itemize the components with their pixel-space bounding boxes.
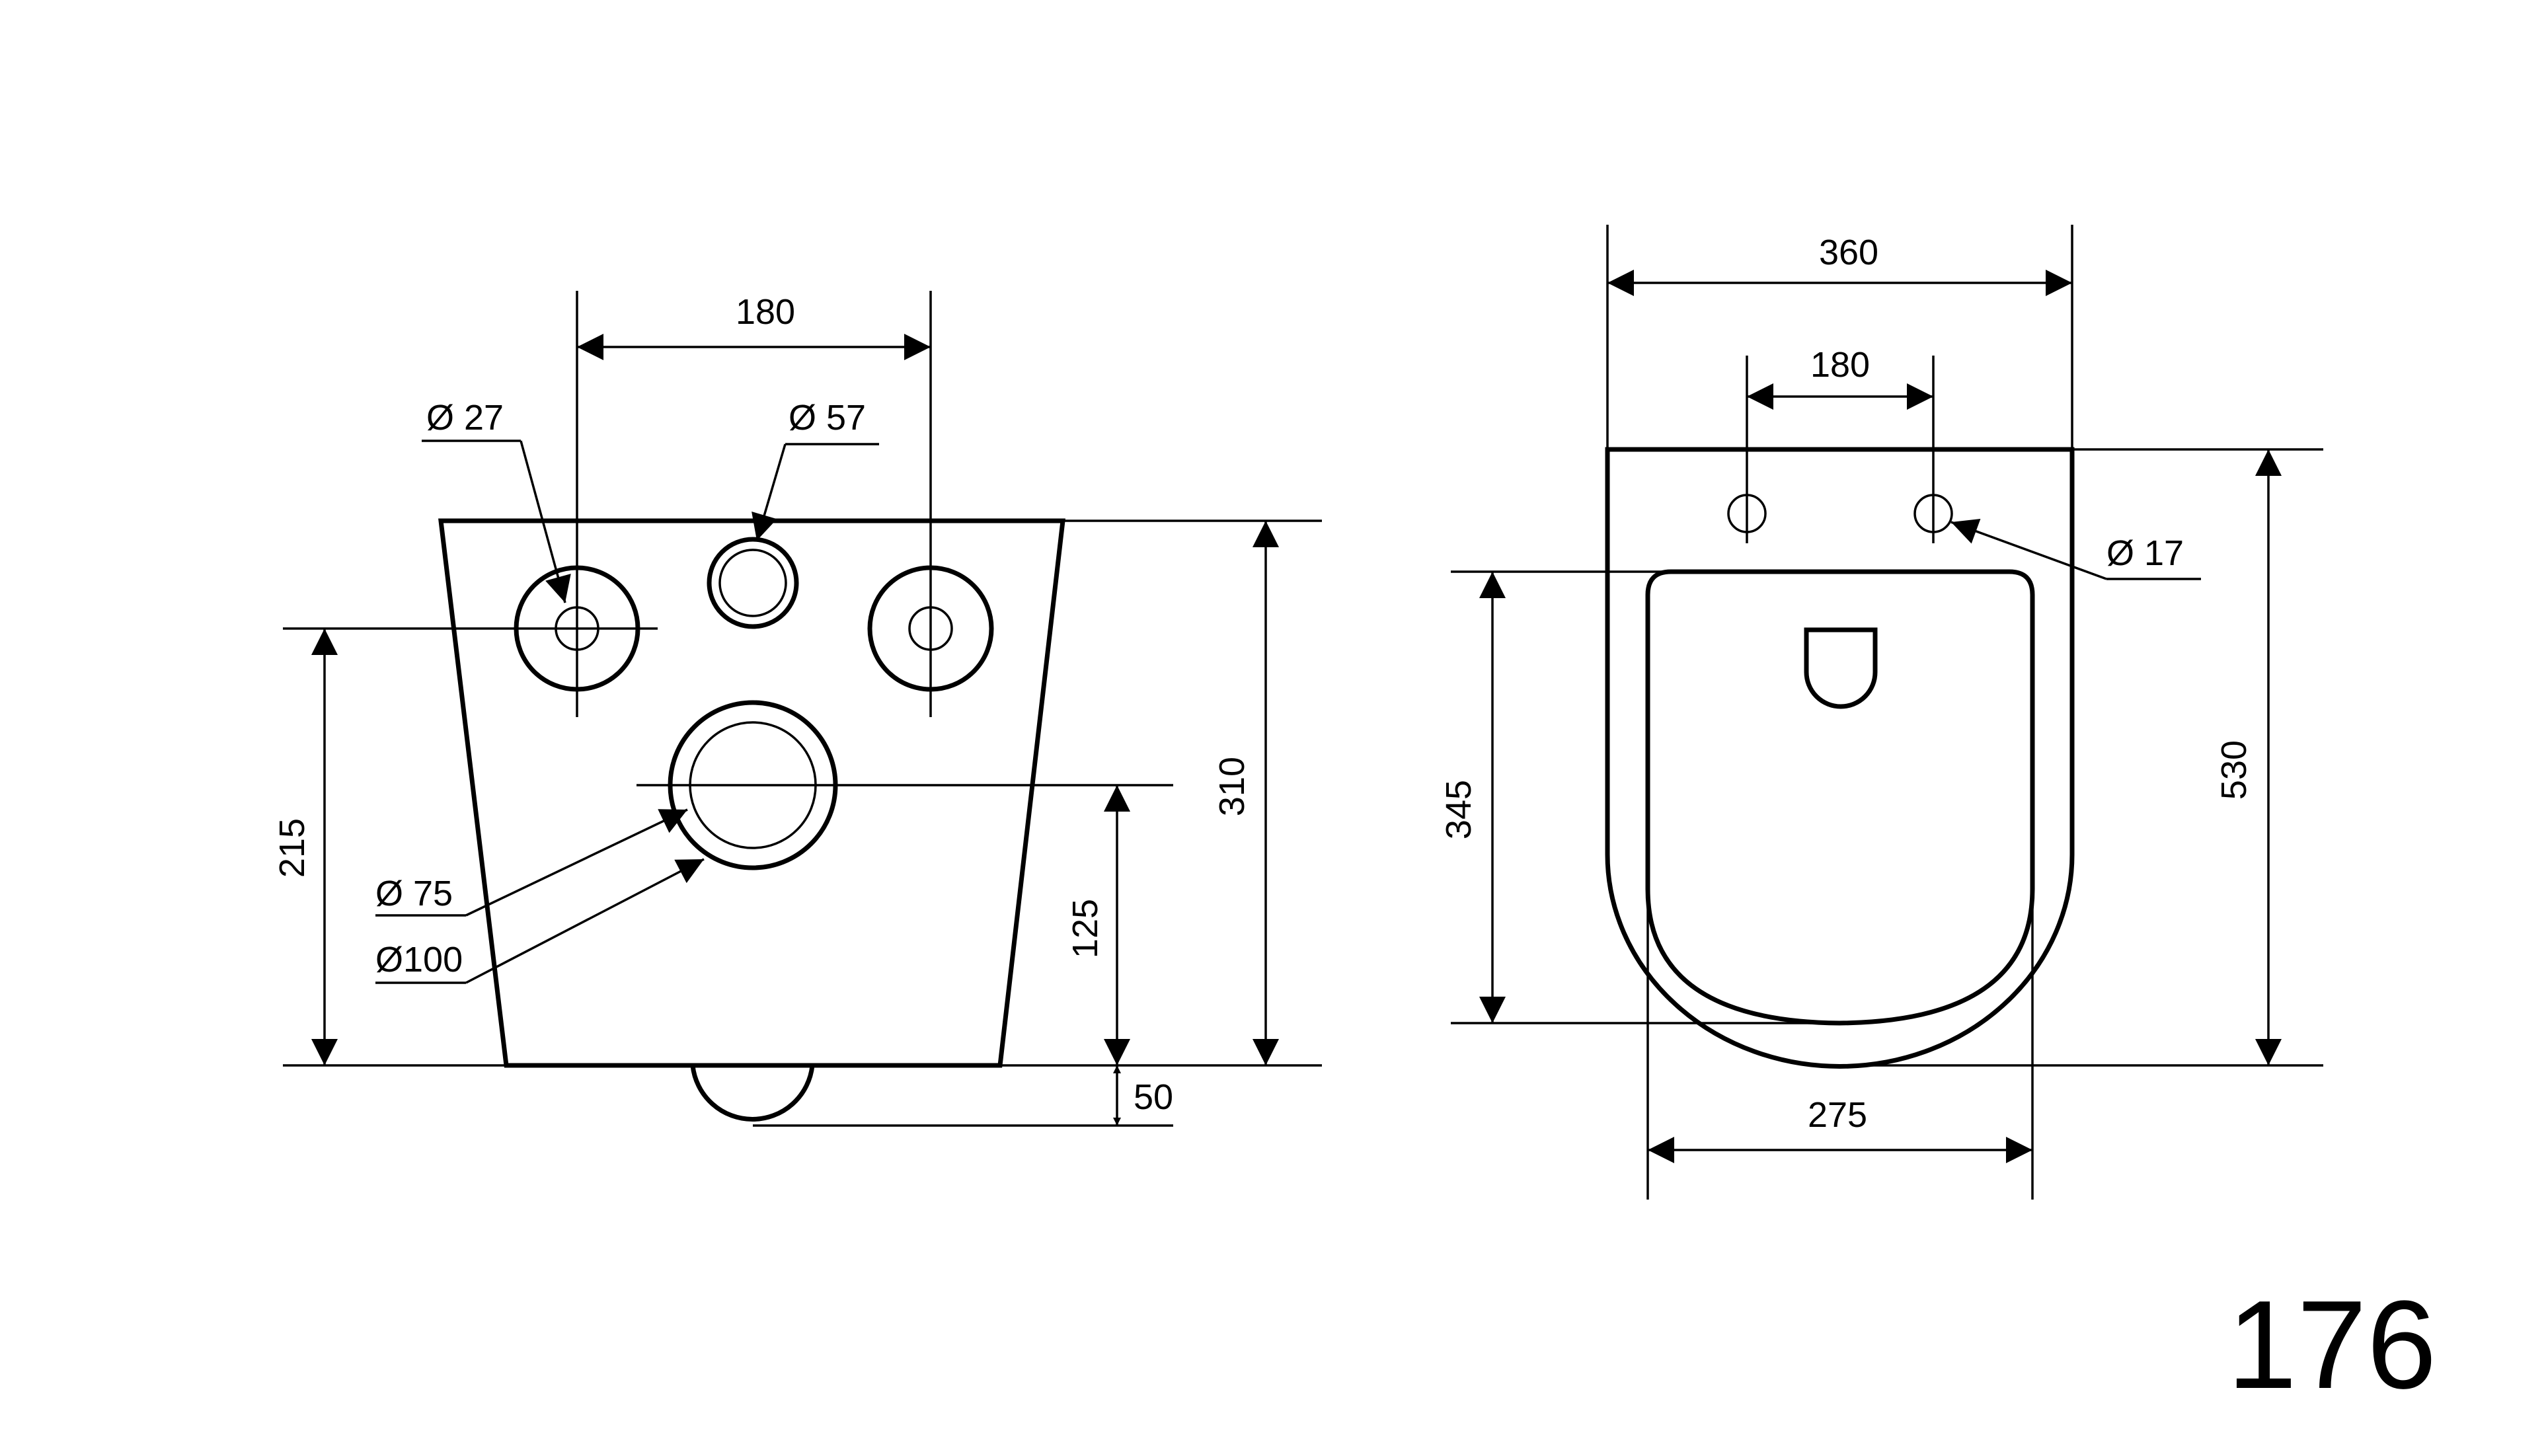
dim-front-180: 180: [736, 292, 795, 332]
dim-top-275: 275: [1808, 1095, 1867, 1135]
front-view: 180 Ø 27 Ø 57 Ø 75 Ø100 215 125 310 50: [272, 291, 1322, 1127]
top-seat-handle: [1804, 627, 1878, 709]
dim-top-180: 180: [1810, 345, 1870, 385]
label-dia-75: Ø 75: [375, 874, 453, 913]
label-dia-17: Ø 17: [2106, 533, 2184, 573]
dim-top-345: 345: [1439, 780, 1479, 839]
dim-top-530: 530: [2214, 740, 2254, 800]
model-number: 176: [2227, 1275, 2436, 1415]
label-dia-27: Ø 27: [426, 398, 504, 438]
top-view: 360 180 Ø 17 345 530 275: [1439, 225, 2323, 1200]
front-bottom-hump: [690, 1065, 815, 1122]
front-body-outline: [438, 518, 1065, 1068]
dim-top-360: 360: [1819, 233, 1878, 272]
dim-front-125: 125: [1065, 899, 1105, 958]
top-seat-outline: [1645, 569, 2035, 1026]
center-hole-inner: [718, 549, 787, 617]
center-hole-outer: [707, 537, 799, 629]
dim-front-50: 50: [1134, 1077, 1173, 1117]
label-dia-100: Ø100: [375, 940, 463, 979]
dim-front-215: 215: [272, 818, 312, 878]
dim-front-310: 310: [1212, 757, 1252, 816]
label-dia-57: Ø 57: [789, 398, 866, 438]
